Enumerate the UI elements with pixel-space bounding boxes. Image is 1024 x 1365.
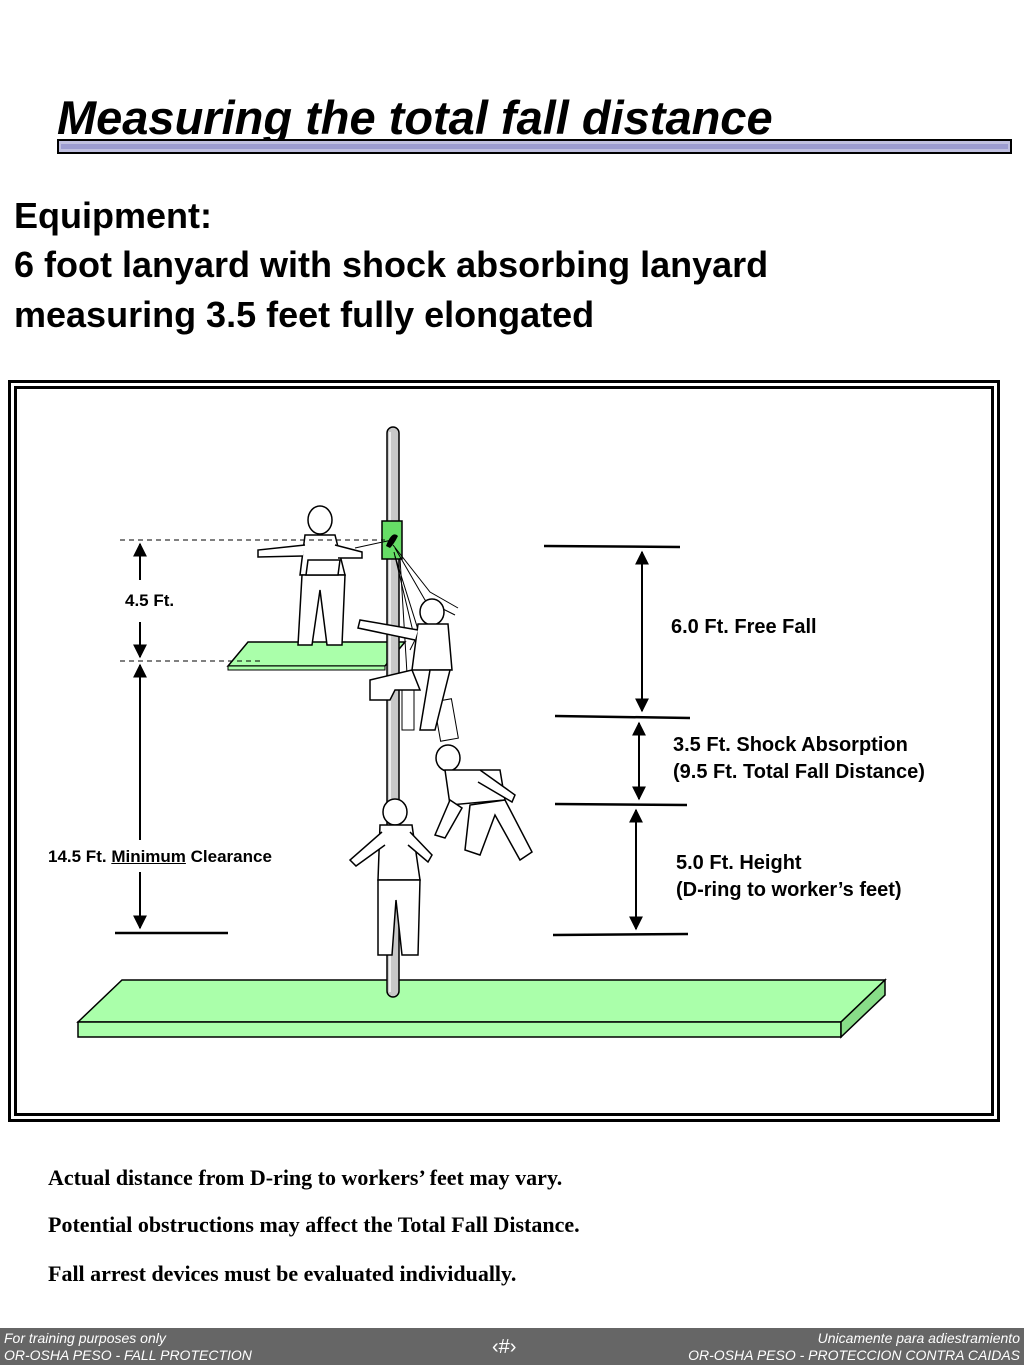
- title-underline-bar: [57, 139, 1012, 154]
- note-3: Fall arrest devices must be evaluated in…: [48, 1261, 517, 1286]
- label-4-5-ft: 4.5 Ft.: [125, 591, 175, 610]
- worker-figure-standing: [257, 505, 363, 646]
- label-dring-to-feet: (D-ring to worker’s feet): [676, 879, 902, 901]
- clearance-prefix: 14.5 Ft.: [48, 847, 112, 866]
- footer-left: For training purposes only OR-OSHA PESO …: [4, 1330, 252, 1364]
- label-minimum-clearance: 14.5 Ft. Minimum Clearance: [48, 846, 272, 868]
- clearance-underlined: Minimum: [111, 847, 186, 866]
- left-dimension: [115, 539, 385, 935]
- footer-right-line-1: Unicamente para adiestramiento: [817, 1330, 1020, 1346]
- worker-figure-falling-1: [357, 598, 453, 731]
- slide-title: Measuring the total fall distance: [57, 91, 773, 144]
- equipment-label: Equipment:: [14, 195, 212, 236]
- footer-right: Unicamente para adiestramiento OR-OSHA P…: [688, 1330, 1020, 1364]
- worker-figure-falling-2: [433, 744, 533, 862]
- worker-figure-hanging: [348, 798, 433, 956]
- footer-right-line-2: OR-OSHA PESO - PROTECCION CONTRA CAIDAS: [688, 1347, 1020, 1363]
- footer-left-line-1: For training purposes only: [4, 1330, 166, 1346]
- label-shock-absorption: 3.5 Ft. Shock Absorption: [673, 734, 908, 756]
- note-2: Potential obstructions may affect the To…: [48, 1212, 580, 1237]
- diagram-frame-outer: [8, 380, 1000, 1122]
- footer-slide-number: ‹#›: [492, 1336, 517, 1358]
- equipment-line-1: 6 foot lanyard with shock absorbing lany…: [14, 244, 769, 285]
- label-total-fall-distance: (9.5 Ft. Total Fall Distance): [673, 761, 925, 783]
- diagram-frame-inner: [14, 386, 994, 1116]
- footer-left-line-2: OR-OSHA PESO - FALL PROTECTION: [4, 1347, 252, 1363]
- note-1: Actual distance from D-ring to workers’ …: [48, 1165, 563, 1190]
- right-dimension: [543, 544, 691, 937]
- equipment-line-2: measuring 3.5 feet fully elongated: [14, 294, 595, 335]
- upper-platform: [226, 641, 407, 671]
- ground-platform: [76, 978, 887, 1039]
- clearance-suffix: Clearance: [185, 847, 272, 866]
- footer-bar: For training purposes only OR-OSHA PESO …: [0, 1328, 1024, 1365]
- label-height: 5.0 Ft. Height: [676, 852, 802, 874]
- label-free-fall: 6.0 Ft. Free Fall: [671, 616, 817, 638]
